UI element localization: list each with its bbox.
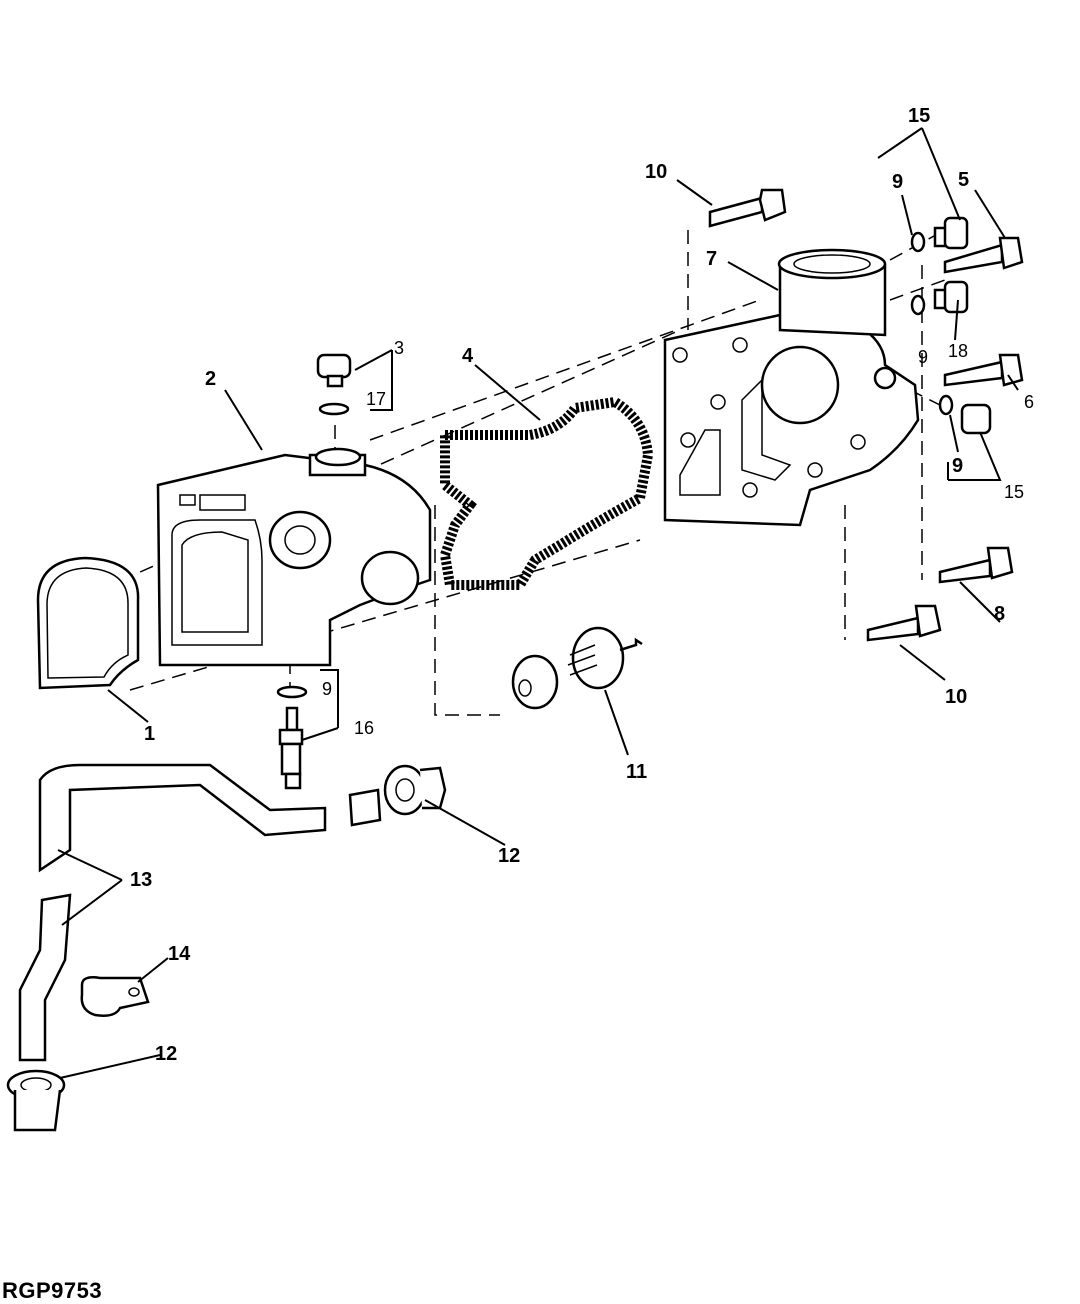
callout-15-bottom: 15 — [1004, 482, 1024, 502]
callout-17: 17 — [366, 389, 386, 409]
bolts — [708, 188, 1024, 642]
callout-6: 6 — [1024, 392, 1034, 412]
fittings — [910, 216, 992, 435]
callout-7: 7 — [706, 248, 717, 270]
callout-9-mid: 9 — [918, 347, 928, 367]
callout-10-top: 10 — [645, 161, 667, 183]
callout-18: 18 — [948, 341, 968, 361]
hose-parts — [18, 763, 382, 1062]
outlet-housing-part — [663, 248, 920, 527]
clamp-part — [80, 976, 150, 1017]
callout-16: 16 — [354, 718, 374, 738]
callout-8: 8 — [994, 603, 1005, 625]
plug-part — [316, 353, 352, 416]
grommet-parts — [6, 764, 447, 1132]
seal-ring-part — [36, 556, 140, 690]
callout-5: 5 — [958, 169, 969, 191]
callout-12-upper: 12 — [498, 845, 520, 867]
sensor-part — [276, 685, 308, 790]
callout-15-top: 15 — [908, 105, 930, 127]
callout-12-lower: 12 — [155, 1043, 177, 1065]
callout-10-bottom: 10 — [945, 686, 967, 708]
callout-9-top: 9 — [892, 171, 903, 193]
callout-14: 14 — [168, 943, 191, 965]
callout-3: 3 — [394, 338, 404, 358]
callout-4: 4 — [462, 345, 474, 367]
leader-lines — [57, 127, 1019, 1079]
thermostat-part — [511, 626, 643, 710]
callout-13: 13 — [130, 869, 152, 891]
callout-1: 1 — [144, 723, 155, 745]
callout-labels: 1 2 3 4 5 6 7 8 9 9 9 9 10 10 11 12 12 1… — [130, 105, 1034, 1065]
callout-9-right: 9 — [952, 455, 963, 477]
gasket-part — [439, 396, 654, 590]
callout-11: 11 — [626, 761, 647, 783]
figure-id: RGP9753 — [2, 1278, 103, 1303]
callout-9-lower: 9 — [322, 679, 332, 699]
callout-2: 2 — [205, 368, 216, 390]
housing-cover-part — [156, 447, 432, 667]
